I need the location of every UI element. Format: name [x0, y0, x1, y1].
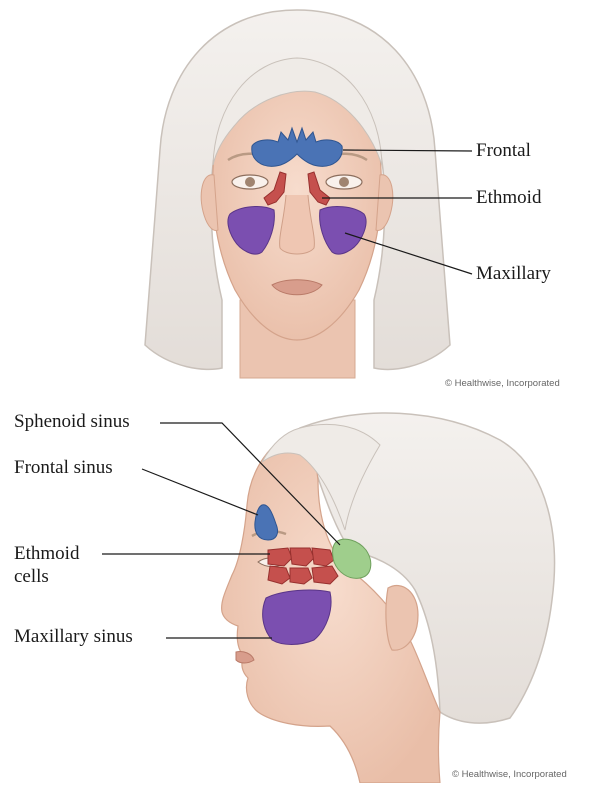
label-maxillary-sinus: Maxillary sinus: [14, 627, 133, 647]
side-credit: © Healthwise, Incorporated: [452, 769, 567, 780]
front-credit: © Healthwise, Incorporated: [445, 378, 560, 389]
front-head: [145, 10, 450, 378]
front-iris-right: [339, 177, 349, 187]
front-nose: [280, 195, 315, 254]
label-maxillary: Maxillary: [476, 264, 551, 284]
side-ear: [386, 586, 418, 651]
label-frontal-sinus: Frontal sinus: [14, 458, 113, 478]
label-ethmoid-cells-line2: cells: [14, 567, 49, 587]
label-ethmoid: Ethmoid: [476, 188, 541, 208]
label-frontal: Frontal: [476, 141, 531, 161]
label-sphenoid-sinus: Sphenoid sinus: [14, 412, 130, 432]
label-ethmoid-cells-line1: Ethmoid: [14, 544, 79, 564]
leader-frontal-sinus: [142, 469, 258, 515]
front-iris-left: [245, 177, 255, 187]
